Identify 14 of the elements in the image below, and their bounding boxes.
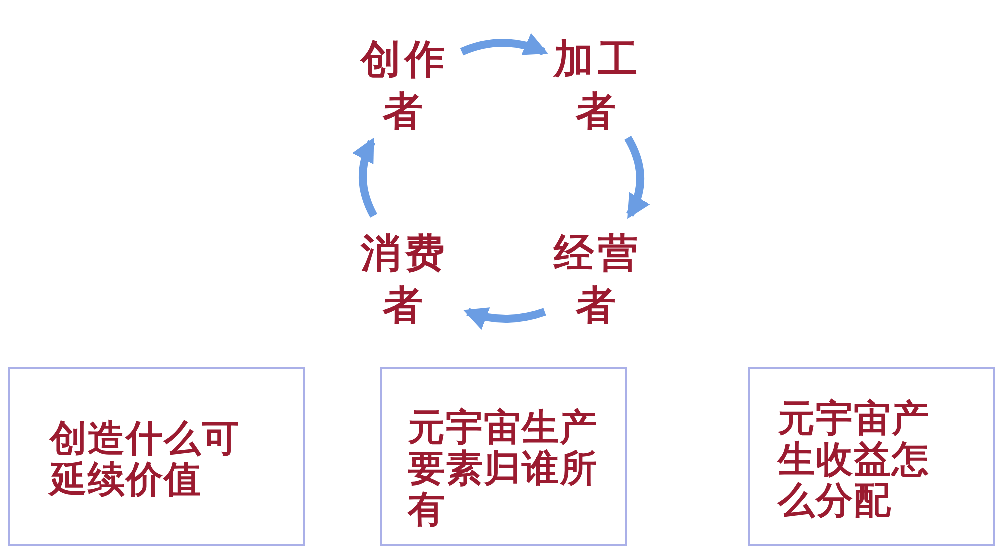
role-label: 消费者 [355, 228, 455, 332]
question-box [380, 367, 627, 546]
curved-arrow [352, 138, 378, 218]
question-text: 元宇宙产生收益怎么分配 [778, 398, 931, 521]
role-label: 加工者 [548, 34, 648, 138]
curved-arrow [624, 136, 650, 220]
role-label: 创作者 [355, 34, 455, 138]
question-box [8, 367, 305, 546]
curved-arrow [463, 306, 546, 330]
question-box [748, 367, 995, 546]
curved-arrow [460, 34, 548, 56]
role-label: 经营者 [548, 228, 648, 332]
question-text: 创造什么可延续价值 [50, 418, 241, 500]
question-text: 元宇宙生产要素归谁所有 [408, 407, 599, 530]
